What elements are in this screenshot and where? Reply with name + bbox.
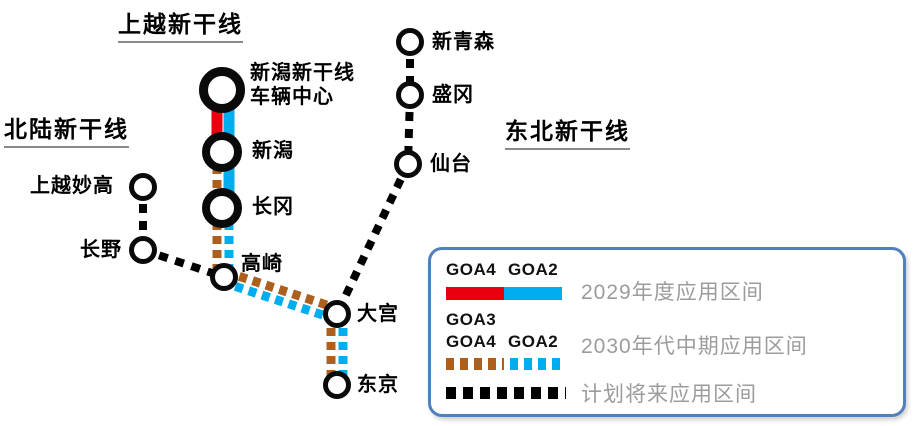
- legend-swatch-future-dashed: [446, 387, 566, 399]
- station-marker-takasaki: [210, 263, 238, 291]
- station-label-takasaki: 高崎: [241, 253, 283, 275]
- segment-sendai-omiya: [333, 162, 412, 316]
- legend-row2-goa4-label: GOA4: [446, 332, 497, 351]
- legend-row2-description: 2030年代中期应用区间: [581, 335, 808, 358]
- legend-swatch-goa4-solid: [446, 287, 504, 300]
- legend-swatch-goa34-dashed: [446, 358, 504, 370]
- station-label-depot: 新潟新干线 车辆中心: [250, 62, 355, 108]
- station-label-omiya: 大宫: [357, 303, 399, 325]
- station-label-morioka: 盛冈: [432, 84, 474, 106]
- legend-row3-description: 计划将来应用区间: [581, 383, 757, 406]
- line-heading-tohoku: 东北新干线: [505, 112, 630, 150]
- station-marker-nagano: [129, 236, 157, 264]
- line-heading-joetsu: 上越新干线: [118, 5, 243, 43]
- station-marker-joetsu-myoko: [129, 173, 157, 201]
- legend-row2-goa2-label: GOA2: [508, 332, 559, 351]
- line-heading-hokuriku: 北陆新干线: [4, 110, 129, 148]
- station-marker-niigata: [202, 132, 242, 172]
- legend-swatch-goa2-solid: [504, 287, 562, 300]
- station-marker-sendai: [394, 150, 422, 178]
- station-marker-depot: [199, 67, 245, 113]
- station-marker-shin-aomori: [396, 28, 424, 56]
- legend-row1-goa4-label: GOA4: [446, 260, 497, 279]
- station-marker-tokyo: [323, 371, 351, 399]
- legend-box: GOA4 GOA2 2029年度应用区间 GOA3 GOA4 GOA2 2030…: [428, 247, 906, 417]
- legend-row1-goa2-label: GOA2: [508, 260, 559, 279]
- station-label-shin-aomori: 新青森: [432, 31, 495, 53]
- station-label-nagaoka: 长冈: [252, 196, 294, 218]
- segment-goa2mid-takasaki-omiya: [220, 277, 337, 324]
- station-marker-nagaoka: [202, 188, 242, 228]
- station-label-niigata: 新潟: [252, 140, 294, 162]
- station-label-sendai: 仙台: [430, 153, 472, 175]
- station-marker-morioka: [396, 81, 424, 109]
- station-marker-omiya: [323, 300, 351, 328]
- station-label-tokyo: 东京: [357, 374, 399, 396]
- station-label-nagano: 长野: [80, 239, 122, 261]
- legend-row1-description: 2029年度应用区间: [581, 281, 764, 304]
- station-label-joetsu-myoko: 上越妙高: [30, 175, 114, 197]
- legend-row2-goa3-label: GOA3: [446, 310, 497, 329]
- legend-swatch-goa2-dashed: [510, 358, 566, 370]
- segment-goa34-takasaki-omiya: [224, 267, 341, 314]
